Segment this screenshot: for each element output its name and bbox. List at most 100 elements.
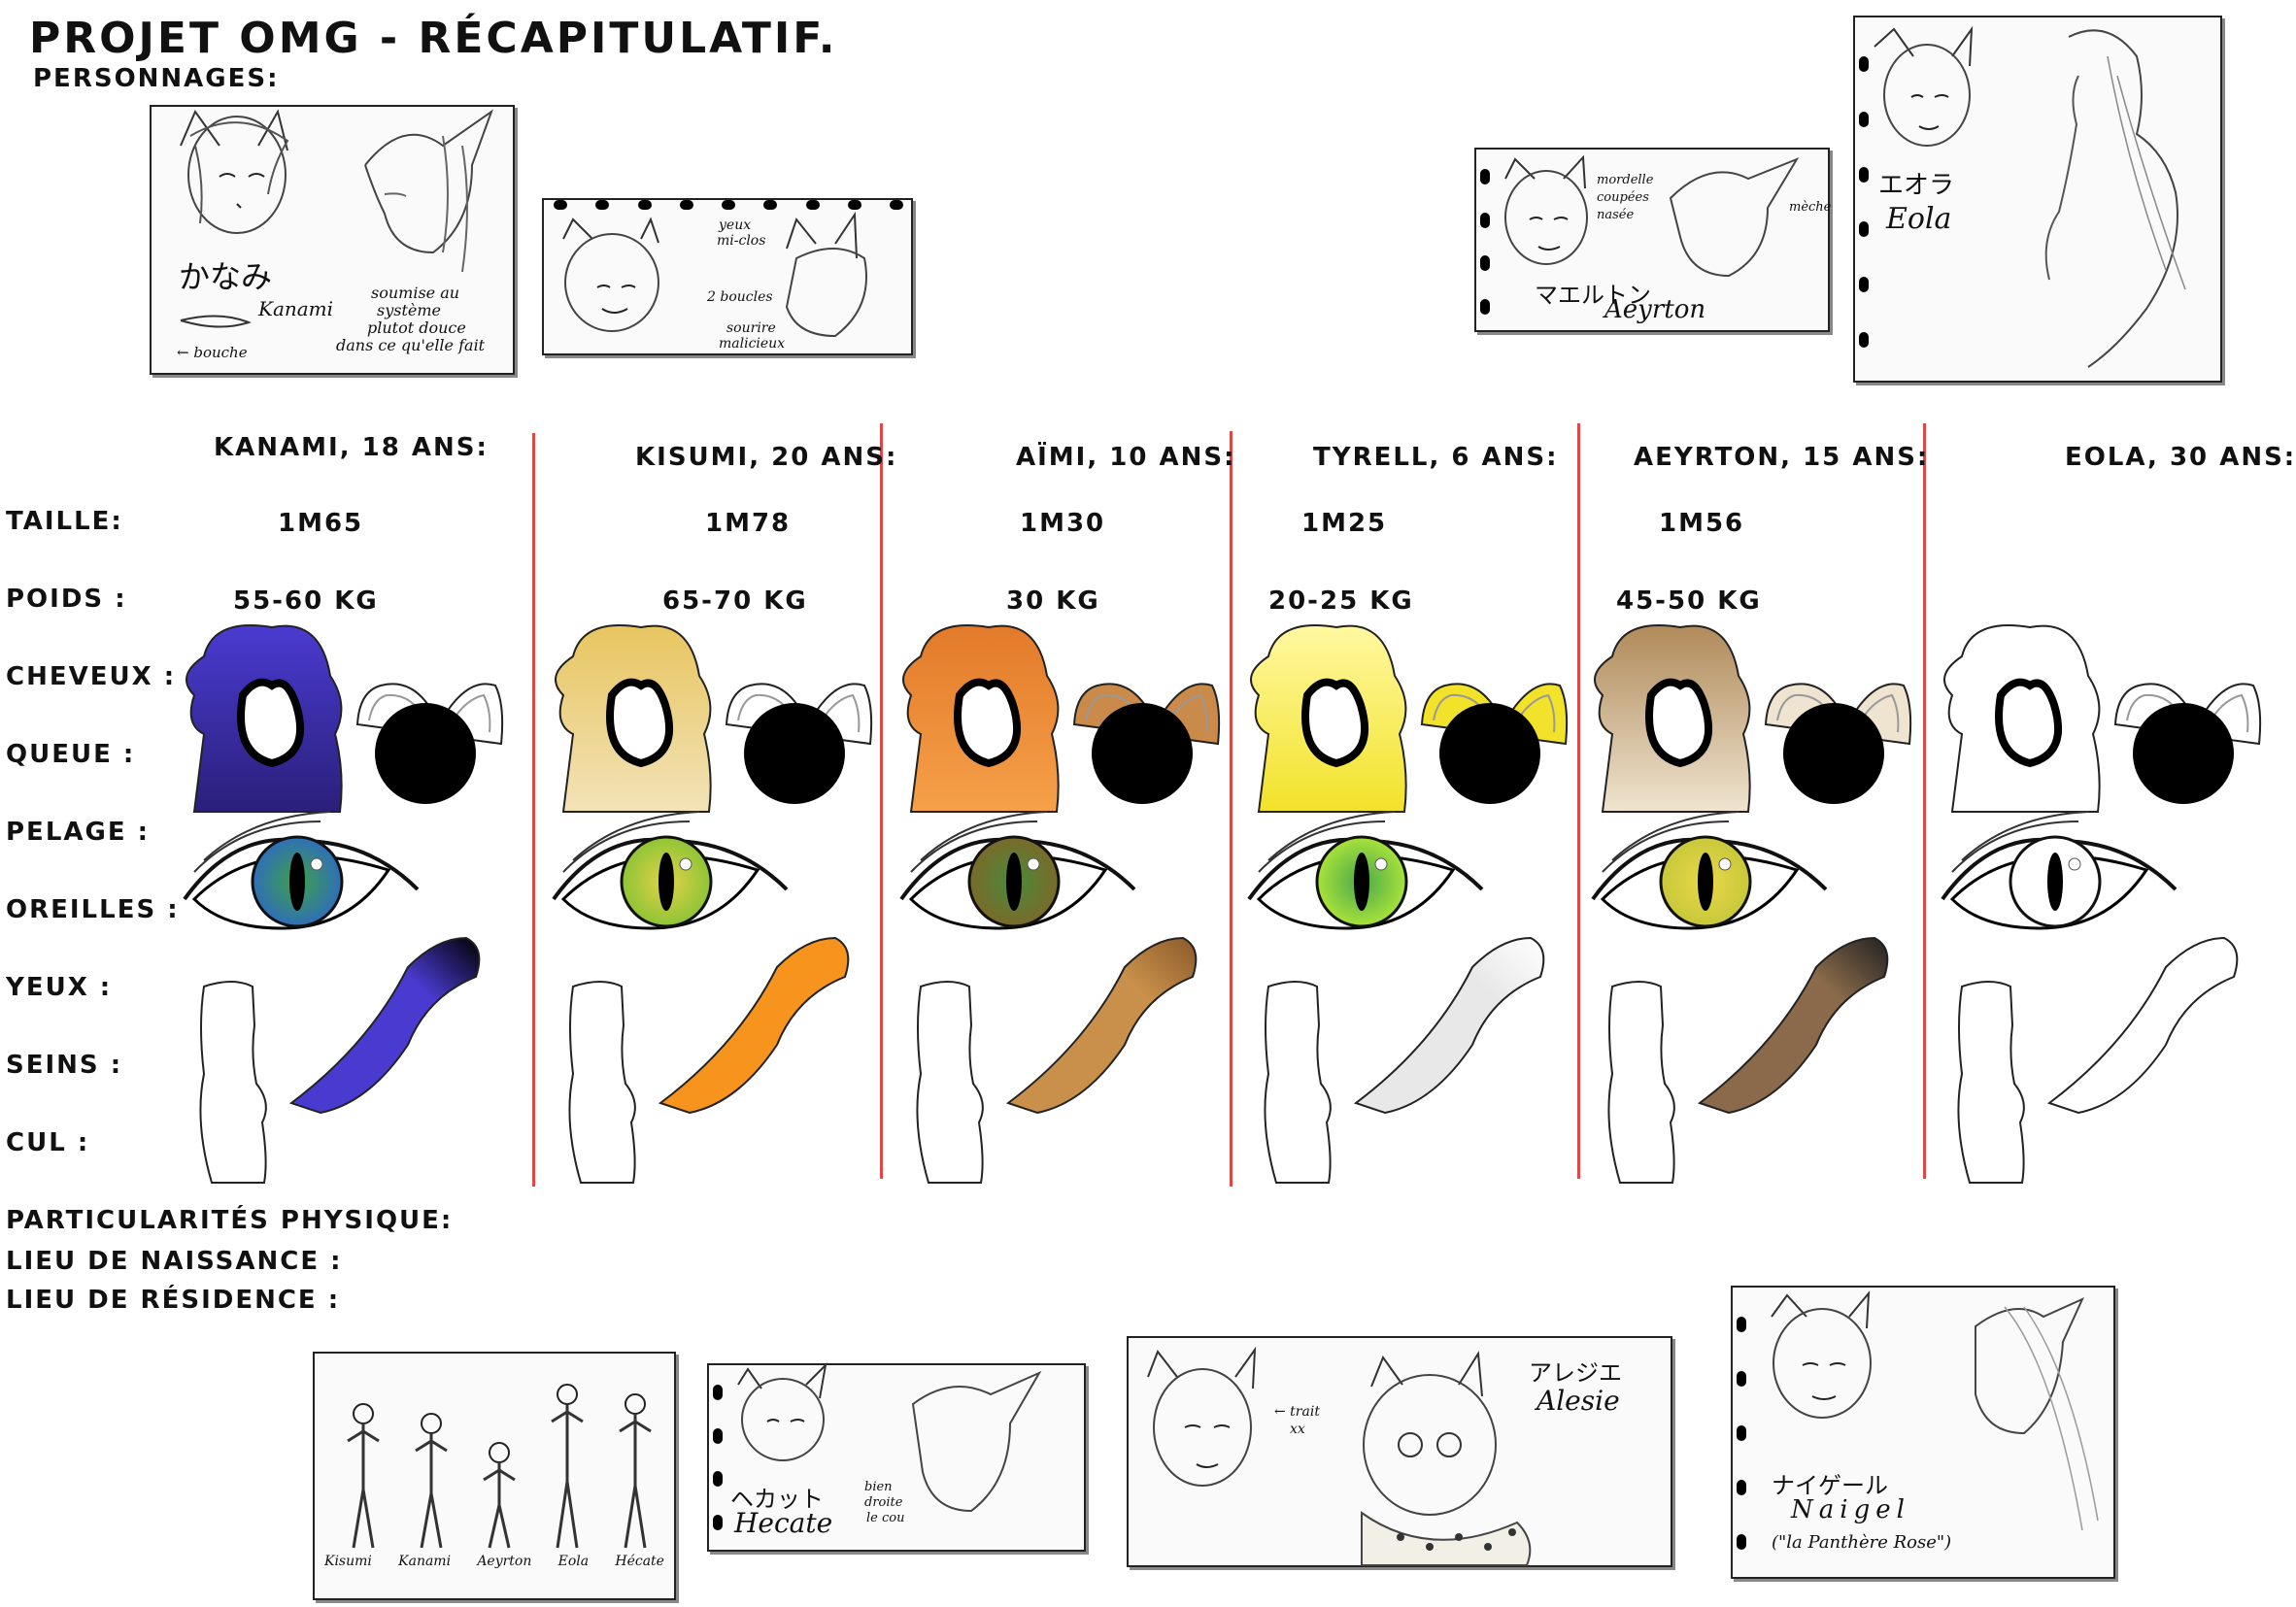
column-divider	[880, 423, 883, 1179]
hole-icon	[1737, 1534, 1746, 1550]
aeyrton-note-1: mordelle	[1597, 173, 1654, 187]
notebook-holes	[1737, 1317, 1748, 1550]
hole-icon	[1737, 1425, 1746, 1441]
hole-icon	[1859, 111, 1869, 127]
poids-value: 20-25 kg	[1268, 586, 1414, 616]
footer-label-residence: Lieu de résidence :	[6, 1286, 341, 1315]
row-label-taille: Taille:	[6, 507, 123, 536]
sketch-card-hecate: ヘカット Hecate bien droite le cou	[707, 1362, 1086, 1552]
hole-icon	[1480, 169, 1490, 184]
naigel-sketch-drawing	[1771, 1290, 2099, 1531]
hole-icon	[1859, 56, 1869, 72]
alesie-kana: アレジエ	[1529, 1359, 1622, 1387]
taille-value: 1m56	[1659, 509, 1745, 538]
row-label-pelage: Pelage :	[6, 818, 151, 847]
hole-icon	[722, 200, 735, 210]
hole-icon	[890, 200, 903, 210]
hole-icon	[847, 200, 861, 210]
tail-swatch	[1697, 936, 1889, 1115]
kisumi-note-2: mi-clos	[717, 233, 766, 249]
hole-icon	[805, 200, 820, 210]
kisumi-note-5: malicieux	[719, 336, 786, 352]
hole-icon	[713, 1385, 723, 1400]
sketch-card-naigel: ナイゲール Naigel ("la Panthère Rose")	[1731, 1286, 2115, 1579]
kisumi-sketch-drawing	[562, 211, 867, 338]
ear-mask-dot	[1783, 703, 1884, 804]
naigel-name: Naigel	[1791, 1495, 1910, 1524]
alesie-sketch-drawing	[1147, 1346, 1532, 1566]
ear-mask-dot	[1092, 703, 1193, 804]
eola-kana: エオラ	[1878, 171, 1955, 200]
alesie-name: Alesie	[1536, 1385, 1620, 1417]
row-label-seins: Seins :	[6, 1051, 123, 1080]
column-divider	[1577, 423, 1580, 1179]
alesie-note-1: ← trait	[1274, 1404, 1320, 1420]
alesie-note-2: xx	[1290, 1422, 1305, 1437]
hecate-kana: ヘカット	[730, 1486, 824, 1513]
ear-mask-dot	[2133, 703, 2234, 804]
hole-icon	[713, 1514, 723, 1530]
poids-value: 45-50 kg	[1616, 586, 1762, 616]
sketch-card-eola: エオラ Eola	[1853, 16, 2222, 383]
column-header: Tyrell, 6 ans:	[1313, 443, 1559, 472]
character-illustration	[552, 624, 873, 1184]
hecate-note-2: droite	[864, 1495, 903, 1510]
hole-icon	[1859, 331, 1869, 348]
lineup-name: Hécate	[615, 1554, 664, 1569]
tail-swatch	[1005, 936, 1198, 1115]
aeyrton-note-3: nasée	[1597, 208, 1635, 222]
row-label-oreilles: Oreilles :	[6, 895, 180, 924]
aeyrton-name: Aeyrton	[1604, 295, 1706, 324]
column-header: Kanami, 18 ans:	[214, 433, 489, 462]
kanami-sketch-drawing	[180, 109, 494, 328]
sketch-card-aeyrton: mordelle coupées nasée mèche マエルトン Aeyrt…	[1474, 148, 1832, 332]
notebook-holes	[554, 200, 903, 214]
sketch-card-kisumi: yeux mi-clos 2 boucles sourire malicieux	[542, 198, 913, 355]
sketch-card-lineup: Kisumi Kanami Aeyrton Eola Hécate	[313, 1352, 676, 1600]
kisumi-note-1: yeux	[719, 218, 752, 233]
tail-swatch	[1353, 936, 1545, 1115]
lineup-name: Kisumi	[324, 1554, 372, 1569]
row-label-queue: Queue :	[6, 740, 136, 769]
hole-icon	[637, 200, 652, 210]
hole-icon	[1737, 1480, 1746, 1495]
tail-swatch	[658, 936, 850, 1115]
poids-value: 65-70 kg	[662, 586, 808, 616]
hole-icon	[595, 200, 610, 210]
hole-icon	[554, 200, 567, 210]
taille-value: 1m25	[1301, 509, 1388, 538]
character-illustration	[183, 624, 504, 1184]
hole-icon	[679, 200, 693, 210]
eola-sketch-drawing	[1874, 25, 2186, 368]
aeyrton-sketch-drawing	[1504, 154, 1800, 278]
kanami-note-2: système	[377, 301, 441, 319]
kanami-kana: かなみ	[179, 258, 273, 295]
hole-icon	[1859, 166, 1869, 183]
aeyrton-kana: マエルトン	[1535, 282, 1651, 309]
sketch-card-alesie: アレジエ Alesie ← trait xx	[1127, 1336, 1672, 1567]
hecate-note-1: bien	[864, 1480, 893, 1494]
aeyrton-note-4: mèche	[1789, 200, 1832, 215]
ear-mask-dot	[1439, 703, 1540, 804]
notebook-holes	[1480, 169, 1492, 315]
character-illustration	[899, 624, 1221, 1184]
lineup-name: Kanami	[398, 1554, 452, 1569]
column-header: Kisumi, 20 ans:	[635, 443, 898, 472]
tail-swatch	[288, 936, 481, 1115]
naigel-kana: ナイゲール	[1772, 1472, 1888, 1499]
lineup-name-row: Kisumi Kanami Aeyrton Eola Hécate	[324, 1554, 664, 1569]
taille-value: 1m78	[705, 509, 792, 538]
column-divider	[1230, 431, 1232, 1187]
naigel-note-1: ("la Panthère Rose")	[1772, 1532, 1952, 1553]
page-title: Projet OMG - Récapitulatif.	[29, 14, 838, 63]
poids-value: 55-60 kg	[233, 586, 379, 616]
column-header: Eola, 30 ans:	[2065, 443, 2296, 472]
footer-label-naissance: Lieu de naissance :	[6, 1247, 343, 1276]
taille-value: 1m65	[278, 509, 364, 538]
hecate-name: Hecate	[734, 1507, 833, 1539]
character-illustration	[1591, 624, 1912, 1184]
sketch-card-kanami: かなみ Kanami soumise au système plutot dou…	[150, 105, 515, 375]
kanami-note-4: dans ce qu'elle fait	[336, 336, 486, 354]
taille-value: 1m30	[1020, 509, 1106, 538]
kanami-note-3: plutot douce	[367, 318, 466, 337]
